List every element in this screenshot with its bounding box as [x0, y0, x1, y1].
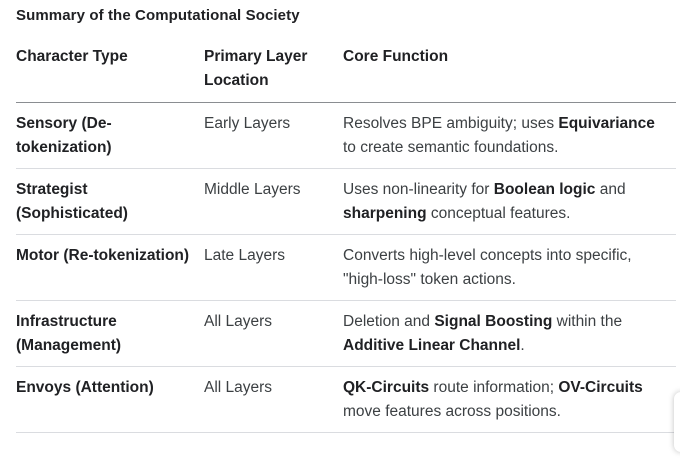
function-text: conceptual features. [426, 204, 571, 222]
emphasized-term: Boolean logic [493, 180, 596, 198]
core-function-cell: Converts high-level concepts into specif… [343, 234, 676, 301]
emphasized-term: Signal Boosting [434, 312, 553, 330]
header-primary-layer-location: Primary Layer Location [204, 41, 343, 103]
character-type-cell: Strategist (Sophisticated) [16, 168, 204, 235]
function-text: and [595, 180, 626, 198]
header-core-function: Core Function [343, 41, 676, 103]
table-row: Strategist (Sophisticated) Middle Layers… [16, 168, 676, 235]
emphasized-term: sharpening [343, 204, 427, 222]
layer-cell: All Layers [204, 300, 343, 367]
emphasized-term: OV-Circuits [558, 378, 643, 396]
header-row: Character Type Primary Layer Location Co… [16, 41, 676, 103]
emphasized-term: QK-Circuits [343, 378, 430, 396]
character-type-cell: Infrastructure (Management) [16, 300, 204, 367]
table-row: Infrastructure (Management) All Layers D… [16, 300, 676, 367]
function-text: Uses non-linearity for [343, 180, 494, 198]
emphasized-term: Additive Linear Channel [343, 336, 521, 354]
character-type-cell: Motor (Re-tokenization) [16, 234, 204, 301]
layer-cell: All Layers [204, 366, 343, 433]
floating-panel-edge [674, 392, 680, 452]
table-row: Sensory (De-tokenization) Early Layers R… [16, 102, 676, 169]
core-function-cell: Uses non-linearity for Boolean logic and… [343, 168, 676, 235]
character-type-cell: Sensory (De-tokenization) [16, 102, 204, 169]
core-function-cell: Resolves BPE ambiguity; uses Equivarianc… [343, 102, 676, 169]
summary-table: Character Type Primary Layer Location Co… [16, 41, 676, 433]
function-text: to create semantic foundations. [343, 138, 559, 156]
layer-cell: Early Layers [204, 102, 343, 169]
table-title: Summary of the Computational Society [16, 7, 300, 24]
function-text: . [520, 336, 525, 354]
emphasized-term: Equivariance [558, 114, 655, 132]
core-function-cell: Deletion and Signal Boosting within the … [343, 300, 676, 367]
character-type-cell: Envoys (Attention) [16, 366, 204, 433]
function-text: Deletion and [343, 312, 435, 330]
table-row: Motor (Re-tokenization) Late Layers Conv… [16, 234, 676, 301]
function-text: route information; [429, 378, 559, 396]
function-text: Converts high-level concepts into specif… [343, 246, 632, 288]
table-header: Character Type Primary Layer Location Co… [16, 41, 676, 103]
header-character-type: Character Type [16, 41, 204, 103]
function-text: move features across positions. [343, 402, 561, 420]
table-body: Sensory (De-tokenization) Early Layers R… [16, 102, 676, 433]
function-text: Resolves BPE ambiguity; uses [343, 114, 559, 132]
table-row: Envoys (Attention) All Layers QK-Circuit… [16, 366, 676, 433]
core-function-cell: QK-Circuits route information; OV-Circui… [343, 366, 676, 433]
function-text: within the [552, 312, 623, 330]
layer-cell: Late Layers [204, 234, 343, 301]
layer-cell: Middle Layers [204, 168, 343, 235]
